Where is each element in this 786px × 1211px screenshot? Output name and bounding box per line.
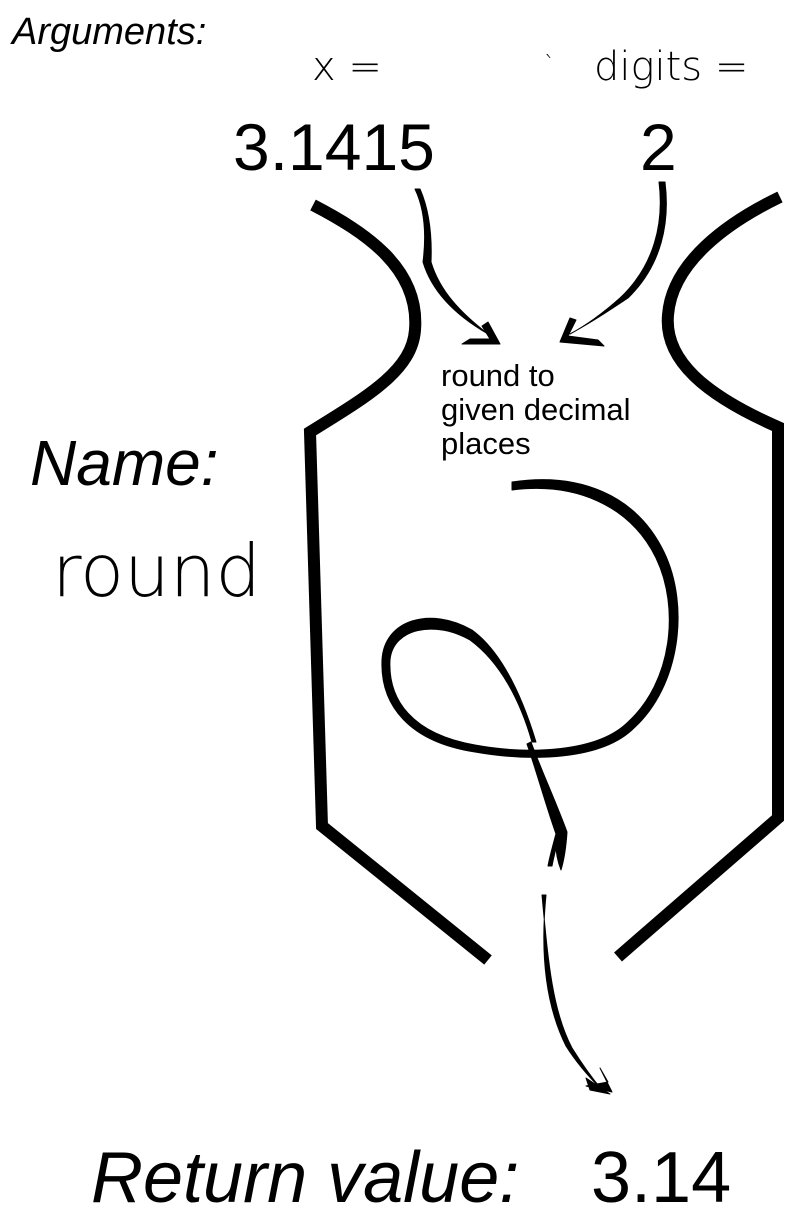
machine-left-wall [310, 205, 488, 960]
function-name-value: round [52, 529, 261, 613]
x-input-arrowhead [462, 322, 500, 344]
x-argument-label: x = [312, 44, 382, 90]
description-line-3: places [441, 426, 531, 461]
return-value-heading: Return value: [91, 1138, 519, 1211]
output-ribbon-lower [542, 895, 602, 1090]
arguments-heading: Arguments: [10, 11, 206, 53]
x-argument-value: 3.1415 [233, 110, 435, 184]
description-line-1: round to [441, 358, 555, 393]
digits-input-arrowhead [560, 318, 604, 346]
digits-argument-value: 2 [640, 110, 677, 184]
name-heading: Name: [30, 427, 219, 499]
digits-input-ribbon [570, 182, 666, 334]
processing-loop-ribbon [382, 480, 678, 758]
description-line-2: given decimal [441, 392, 631, 427]
machine-right-wall [618, 197, 780, 957]
digits-argument-label: digits = [594, 44, 748, 90]
output-ribbon-upper [527, 742, 567, 870]
separator-tick: ` [544, 53, 555, 78]
return-value-value: 3.14 [591, 1138, 731, 1211]
x-input-ribbon [415, 189, 488, 334]
